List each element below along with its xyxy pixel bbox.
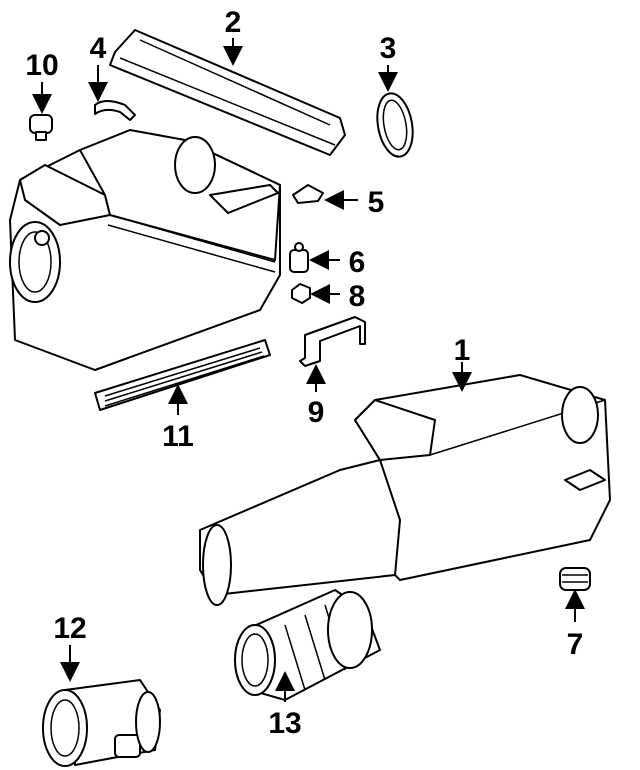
part-13-intake-boot xyxy=(234,589,381,701)
part-5-bracket xyxy=(292,184,324,204)
callout-1: 1 xyxy=(454,334,471,367)
part-11-strip xyxy=(94,339,271,411)
callout-5: 5 xyxy=(368,186,385,219)
part-8-nut xyxy=(291,283,311,304)
callout-9: 9 xyxy=(308,396,325,429)
part-7-grommet xyxy=(559,567,591,591)
callout-7: 7 xyxy=(567,628,584,661)
callout-6: 6 xyxy=(349,246,366,279)
part-3-seal-ring xyxy=(376,92,414,158)
part-9-bracket xyxy=(299,316,366,367)
part-1-lower-housing xyxy=(199,374,611,606)
callout-8: 8 xyxy=(349,280,366,313)
part-6-grommet xyxy=(289,242,309,273)
callout-4: 4 xyxy=(90,32,107,65)
callout-12: 12 xyxy=(53,612,86,645)
callout-2: 2 xyxy=(225,6,242,39)
callout-arrows xyxy=(32,38,585,702)
part-10-sensor xyxy=(29,114,53,141)
callout-3: 3 xyxy=(380,32,397,65)
callout-10: 10 xyxy=(25,49,58,82)
upper-air-cleaner-housing xyxy=(9,129,281,371)
part-2-filter-element xyxy=(109,29,346,156)
part-4-clip xyxy=(94,100,136,121)
callout-13: 13 xyxy=(268,707,301,740)
callout-11: 11 xyxy=(162,420,194,453)
part-12-mass-air-flow-sensor xyxy=(42,679,161,767)
